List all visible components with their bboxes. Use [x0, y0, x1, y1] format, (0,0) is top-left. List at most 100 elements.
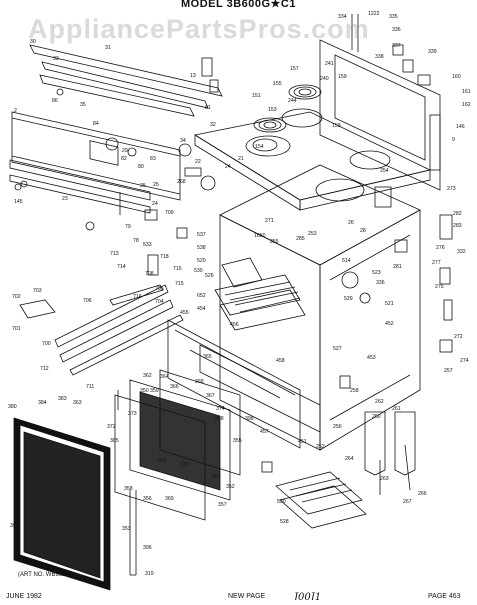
part-label: 266 [418, 491, 427, 497]
part-label: 13 [190, 73, 196, 79]
part-labels-top: 334 1222 335 336 337 338 339 160 161 162… [14, 11, 471, 207]
part-label: 358 [124, 486, 133, 492]
top-trim-rails [29, 44, 223, 117]
part-label: 339 [428, 49, 437, 55]
part-label: 455 [180, 310, 189, 316]
part-label: 709 [165, 210, 174, 216]
part-label: 701 [12, 326, 21, 332]
part-label: 718 [160, 254, 169, 260]
part-label: 22 [195, 159, 201, 165]
part-label: 158 [332, 123, 341, 129]
part-label: 703 [33, 288, 42, 294]
part-label: 702 [12, 294, 21, 300]
part-label: 716 [133, 294, 142, 300]
part-label: 80 [138, 164, 144, 170]
part-label: 372 [107, 424, 116, 430]
part-label: 527 [333, 346, 342, 352]
control-panel [11, 111, 181, 201]
part-label: 244 [288, 98, 297, 104]
part-label: 373 [128, 411, 137, 417]
part-label: 31 [105, 45, 111, 51]
part-label: 146 [456, 124, 465, 130]
part-label: 256 [333, 424, 342, 430]
part-labels-bottom: 712 711 380 384 383 363 362 364 359 366 … [8, 164, 427, 577]
part-label: 338 [375, 54, 384, 60]
part-label: 530 [277, 499, 286, 505]
part-label: 652 [197, 293, 206, 299]
part-label: 452 [385, 321, 394, 327]
part-label: 277 [432, 260, 441, 266]
watermark: AppliancePartsPros.com [28, 14, 370, 44]
part-label: 86 [52, 98, 58, 104]
part-label: 362 [143, 373, 152, 379]
part-label: 351 [212, 474, 221, 480]
part-label: 380 [8, 404, 17, 410]
part-label: 160 [452, 74, 461, 80]
part-label: 520 [197, 258, 206, 264]
part-label: 526 [205, 273, 214, 279]
part-label: 28 [360, 228, 366, 234]
part-label: 308 [215, 416, 224, 422]
part-label: 145 [14, 199, 23, 205]
surface-units [252, 84, 322, 152]
part-label: 356 [143, 496, 152, 502]
part-label: 9 [452, 137, 455, 143]
part-label: 396 [143, 545, 152, 551]
part-label: 456 [230, 322, 239, 328]
part-label: 272 [454, 334, 463, 340]
small-components [14, 44, 453, 473]
part-label: 529 [344, 296, 353, 302]
part-label: 359 [10, 523, 19, 529]
part-label: 255 [270, 239, 279, 245]
part-label: 700 [42, 341, 51, 347]
part-label: 24 [152, 201, 158, 207]
part-label: 157 [290, 66, 299, 72]
part-label: 261 [392, 406, 401, 412]
part-label: 159 [338, 74, 347, 80]
part-label: 337 [392, 43, 401, 49]
part-label: 25 [153, 182, 159, 188]
part-label: 538 [197, 245, 206, 251]
part-label: 335 [389, 14, 398, 20]
part-label: 451 [298, 439, 307, 445]
part-label: 334 [338, 14, 347, 20]
part-label: 25 [140, 183, 146, 189]
part-label: 262 [375, 399, 384, 405]
footer-page: PAGE 463 [428, 593, 461, 600]
part-label: 355 [233, 438, 242, 444]
part-label: 276 [436, 245, 445, 251]
part-label: 285 [296, 236, 305, 242]
part-label: 353 [122, 526, 131, 532]
part-label: 711 [86, 384, 94, 390]
part-label: 257 [444, 368, 453, 374]
part-label: 453 [367, 355, 376, 361]
oven-door-inner [114, 369, 241, 521]
part-label: 712 [40, 366, 49, 372]
part-label: 34 [180, 138, 186, 144]
part-label: 268 [177, 179, 186, 185]
part-label: 253 [308, 231, 317, 237]
part-label: 273 [447, 186, 456, 192]
part-label: 369 [165, 496, 174, 502]
broiler-pan [275, 471, 367, 529]
part-label: 537 [197, 232, 206, 238]
part-label: 365 [203, 354, 212, 360]
panel-trim-strip [9, 159, 151, 214]
part-label: 281 [393, 264, 402, 270]
part-label: 383 [58, 396, 67, 402]
part-label: 240 [320, 76, 329, 82]
part-label: 151 [252, 93, 261, 99]
part-label: 705 [155, 286, 164, 292]
part-label: 368 [195, 379, 204, 385]
part-label: 252 [316, 444, 325, 450]
part-label: 155 [273, 81, 282, 87]
part-label: 33 [53, 56, 59, 62]
cooktop [193, 108, 432, 211]
part-label: 153 [268, 107, 277, 113]
part-label: 79 [125, 224, 131, 230]
part-label: 714 [117, 264, 126, 270]
part-label: 283 [453, 223, 462, 229]
part-label: 83 [150, 156, 156, 162]
range-body [219, 164, 421, 451]
part-label: 454 [197, 306, 206, 312]
